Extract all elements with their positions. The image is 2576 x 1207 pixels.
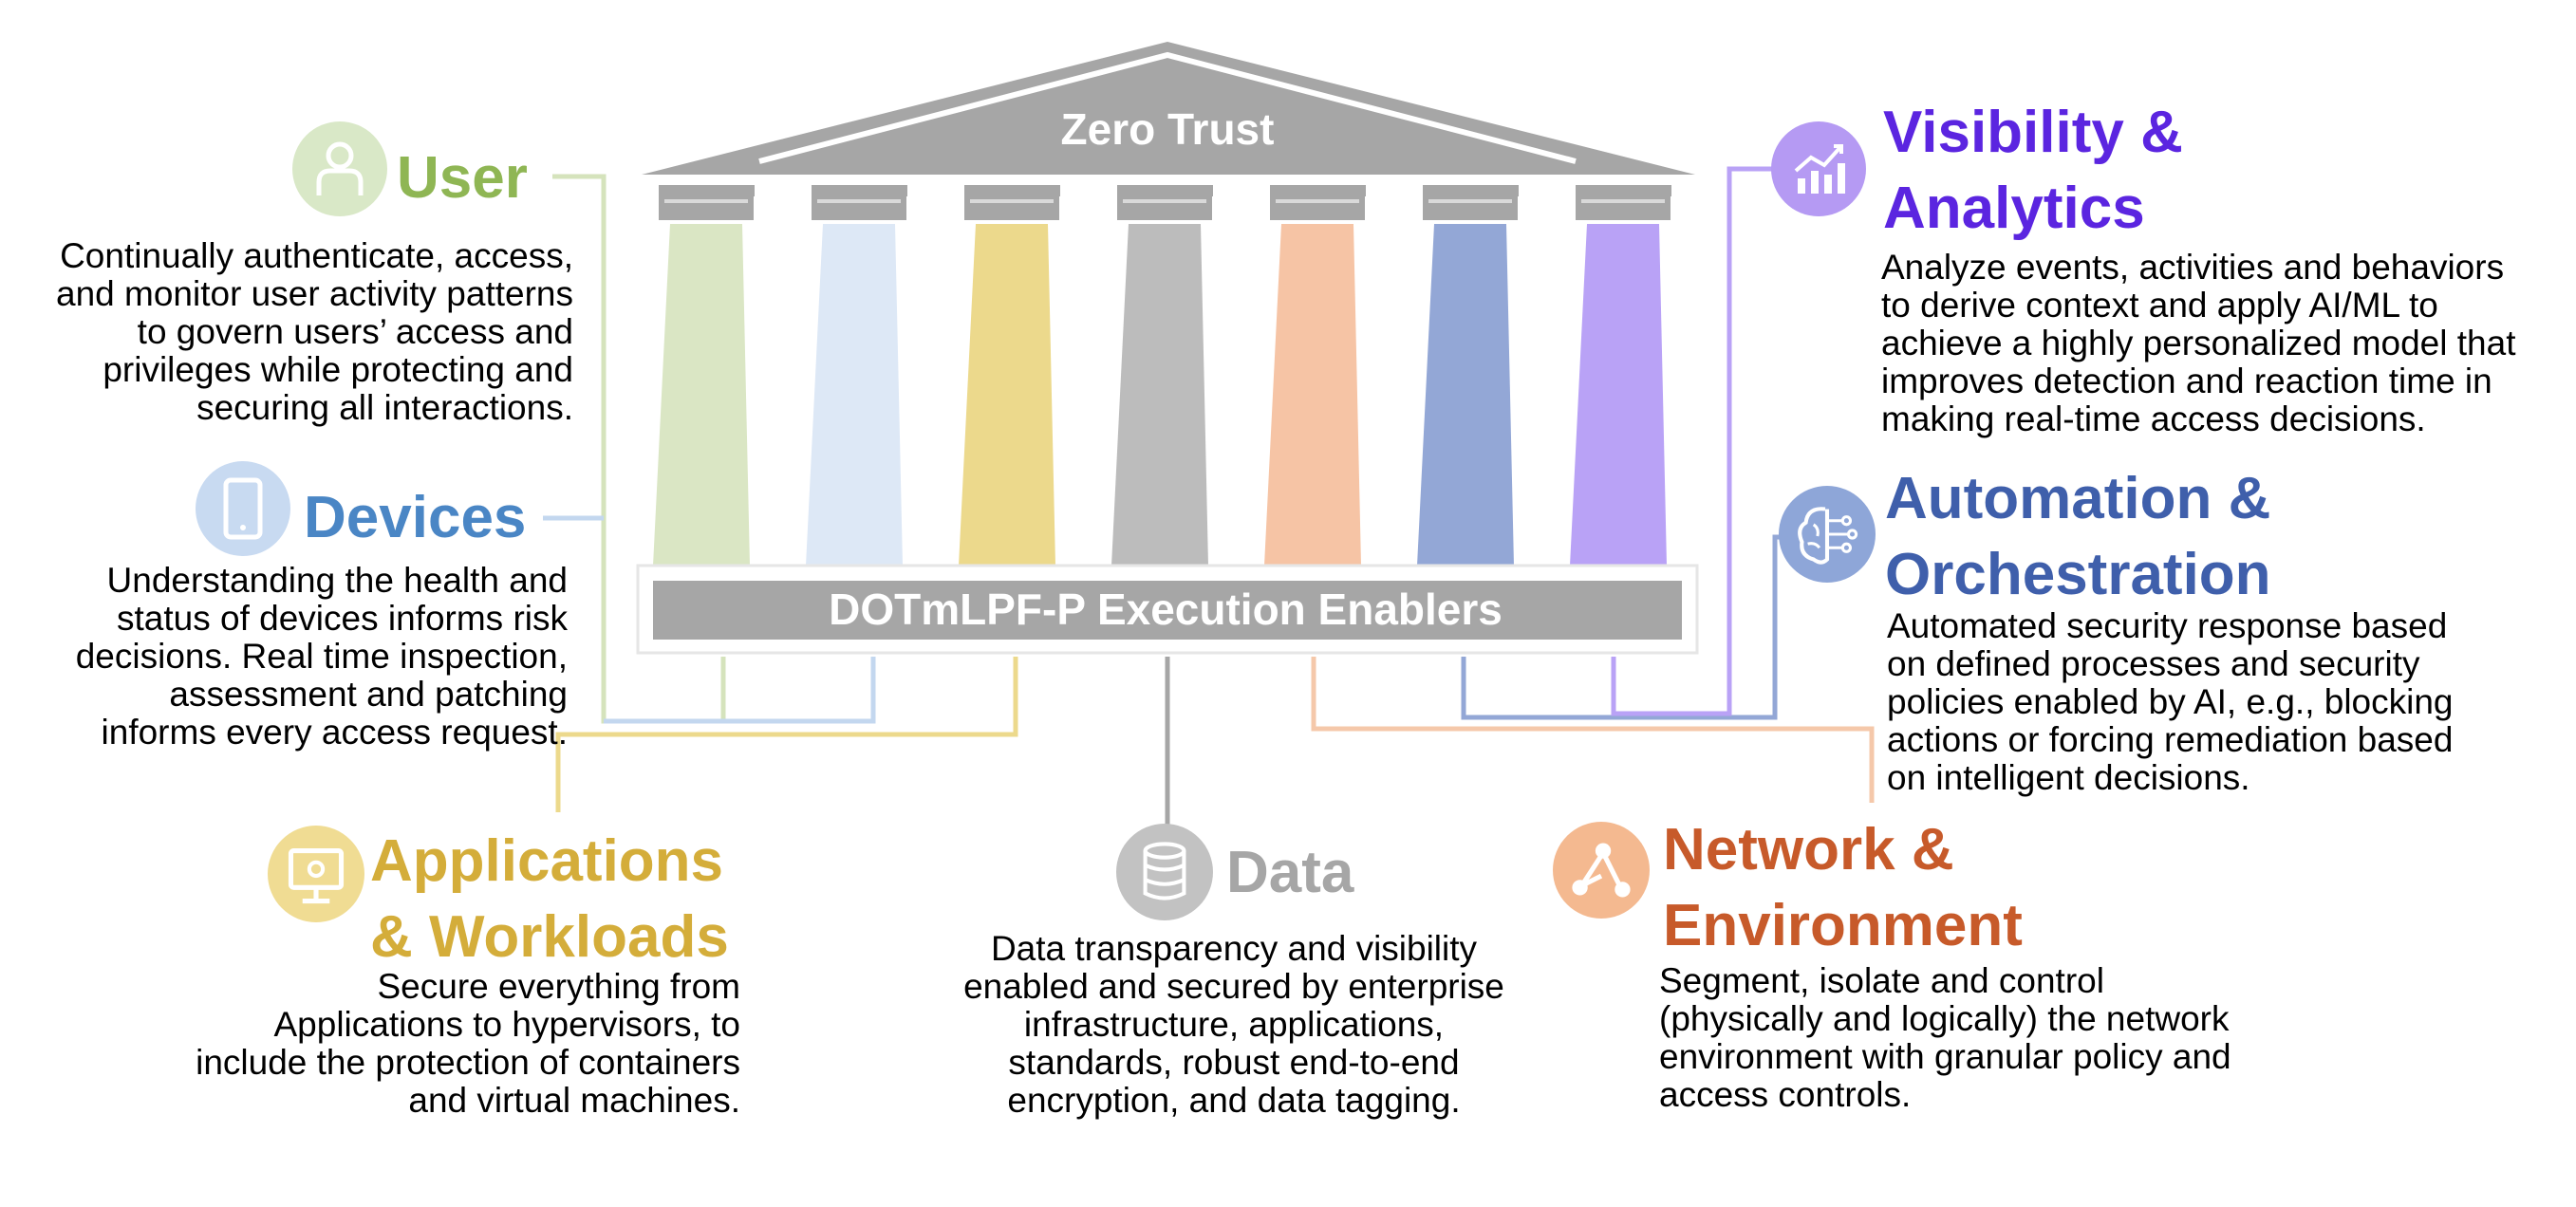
user-desc-line: privileges while protecting and (103, 350, 573, 389)
applications-connector-line (555, 657, 1018, 812)
analytics-chart-icon (1771, 121, 1866, 216)
automation-description: Automated security response based on def… (1887, 607, 2570, 797)
pillar-capital-stripe-network (1276, 199, 1359, 203)
devices-title-line: Devices (304, 485, 527, 550)
devices-desc-line: assessment and patching (169, 675, 568, 714)
data-desc-line: infrastructure, applications, (1023, 1005, 1445, 1044)
network-connector-line (1311, 657, 1875, 803)
pillar-shaft-data (1111, 224, 1208, 566)
automation-desc-line: Automated security response based (1887, 606, 2448, 645)
data-desc-line: standards, robust end-to-end (1008, 1043, 1460, 1082)
data-description: Data transparency and visibility enabled… (883, 930, 1585, 1120)
temple-pediment (642, 42, 1695, 175)
applications-desc-line: and virtual machines. (408, 1081, 740, 1120)
temple-base (653, 581, 1682, 640)
network-nodes-icon (1553, 822, 1650, 919)
pillar-shaft-automation (1417, 224, 1514, 566)
devices-title: Devices (304, 480, 526, 556)
applications-desc-line: Secure everything from (377, 967, 740, 1006)
applications-title: Applications & Workloads (370, 824, 729, 975)
automation-title-line: Automation & (1885, 466, 2271, 531)
visibility-desc-line: achieve a highly personalized model that (1881, 324, 2516, 362)
pillar-shaft-visibility (1570, 224, 1667, 566)
data-title-line: Data (1226, 840, 1354, 905)
visibility-desc-line: to derive context and apply AI/ML to (1881, 286, 2438, 325)
pillar-shaft-user (653, 224, 750, 566)
pillar-capital-stripe-devices (817, 199, 901, 203)
devices-desc-line: decisions. Real time inspection, (75, 637, 568, 676)
automation-desc-line: on intelligent decisions. (1887, 758, 2250, 797)
devices-connector-line-2 (604, 657, 876, 724)
pillar-capital-stripe-visibility (1581, 199, 1665, 203)
data-desc-line: enabled and secured by enterprise (963, 967, 1504, 1006)
data-desc-line: encryption, and data tagging. (1007, 1081, 1461, 1120)
temple-pillars (653, 185, 1671, 566)
visibility-connector-line (1611, 166, 1784, 716)
monitor-gear-icon (268, 826, 364, 922)
network-title: Network & Environment (1663, 812, 2023, 964)
devices-desc-line: Understanding the health and (106, 561, 568, 600)
pillar-capital-stripe-applications (970, 199, 1054, 203)
pillar-shaft-applications (959, 224, 1055, 566)
network-desc-line: access controls. (1659, 1075, 1912, 1114)
devices-desc-line: status of devices informs risk (117, 599, 568, 638)
network-title-line: Environment (1663, 893, 2023, 958)
visibility-title-line: Analytics (1883, 176, 2145, 241)
automation-desc-line: actions or forcing remediation based (1887, 720, 2454, 759)
user-title: User (397, 140, 528, 216)
applications-description: Secure everything from Applications to h… (57, 968, 740, 1120)
user-desc-line: securing all interactions. (196, 388, 573, 427)
automation-title: Automation & Orchestration (1885, 461, 2271, 613)
data-title: Data (1226, 835, 1353, 911)
user-desc-line: to govern users’ access and (137, 312, 573, 351)
data-desc-line: Data transparency and visibility (990, 929, 1478, 968)
pillar-shaft-devices (806, 224, 903, 566)
devices-desc-line: informs every access request. (101, 713, 568, 752)
visibility-desc-line: making real-time access decisions. (1881, 399, 2426, 438)
execution-enablers-label: DOTmLPF-P Execution Enablers (829, 585, 1503, 634)
applications-desc-line: include the protection of containers (196, 1043, 740, 1082)
pillar-capital-stripe-automation (1428, 199, 1512, 203)
visibility-title-line: Visibility & (1883, 100, 2183, 165)
brain-circuit-icon (1779, 486, 1876, 583)
automation-desc-line: on defined processes and security (1887, 644, 2420, 683)
pillar-capital-stripe-data (1123, 199, 1206, 203)
network-desc-line: environment with granular policy and (1659, 1037, 2231, 1076)
visibility-description: Analyze events, activities and behaviors… (1881, 249, 2570, 438)
temple-pediment-highlight (758, 51, 1577, 164)
user-description: Continually authenticate, access, and mo… (19, 237, 573, 427)
network-desc-line: Segment, isolate and control (1659, 961, 2104, 1000)
user-title-line: User (397, 145, 528, 211)
applications-title-line: & Workloads (370, 904, 729, 970)
devices-description: Understanding the health and status of d… (19, 562, 568, 752)
automation-title-line: Orchestration (1885, 542, 2271, 607)
tablet-icon (196, 461, 290, 556)
visibility-title: Visibility & Analytics (1883, 95, 2183, 247)
automation-desc-line: policies enabled by AI, e.g., blocking (1887, 682, 2454, 721)
visibility-desc-line: improves detection and reaction time in (1881, 362, 2492, 400)
applications-desc-line: Applications to hypervisors, to (273, 1005, 740, 1044)
person-icon (292, 121, 387, 216)
applications-title-line: Applications (370, 828, 724, 894)
network-description: Segment, isolate and control (physically… (1659, 962, 2361, 1114)
pillar-capital-stripe-user (664, 199, 748, 203)
visibility-desc-line: Analyze events, activities and behaviors (1881, 249, 2505, 287)
network-desc-line: (physically and logically) the network (1659, 999, 2230, 1038)
user-desc-line: and monitor user activity patterns (56, 274, 573, 313)
database-icon (1116, 824, 1213, 920)
network-title-line: Network & (1663, 817, 1954, 882)
user-desc-line: Continually authenticate, access, (60, 236, 573, 275)
pillar-shaft-network (1264, 224, 1361, 566)
zero-trust-title: Zero Trust (1060, 104, 1275, 154)
